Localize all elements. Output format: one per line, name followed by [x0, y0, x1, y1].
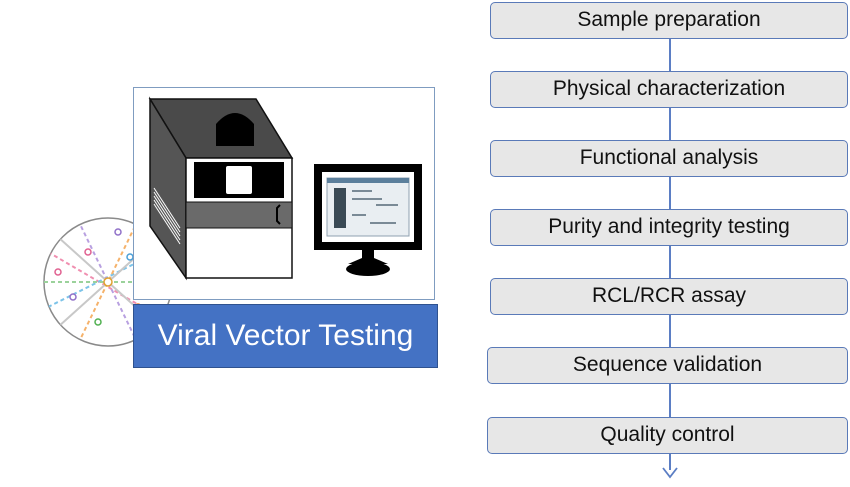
step-sequence-validation[interactable]: Sequence validation [487, 347, 848, 384]
step-quality-control[interactable]: Quality control [487, 417, 848, 454]
step-physical-characterization[interactable]: Physical characterization [490, 71, 848, 108]
workflow-connector-line [669, 38, 671, 470]
step-functional-analysis[interactable]: Functional analysis [490, 140, 848, 177]
arrow-down-icon [662, 467, 678, 479]
illustration-frame [133, 87, 435, 300]
step-purity-integrity-testing[interactable]: Purity and integrity testing [490, 209, 848, 246]
step-sample-preparation[interactable]: Sample preparation [490, 2, 848, 39]
computer-monitor-icon [314, 164, 422, 276]
step-rcl-rcr-assay[interactable]: RCL/RCR assay [490, 278, 848, 315]
viral-vector-testing-banner: Viral Vector Testing [133, 304, 438, 368]
lab-instrument-icon [148, 96, 422, 281]
